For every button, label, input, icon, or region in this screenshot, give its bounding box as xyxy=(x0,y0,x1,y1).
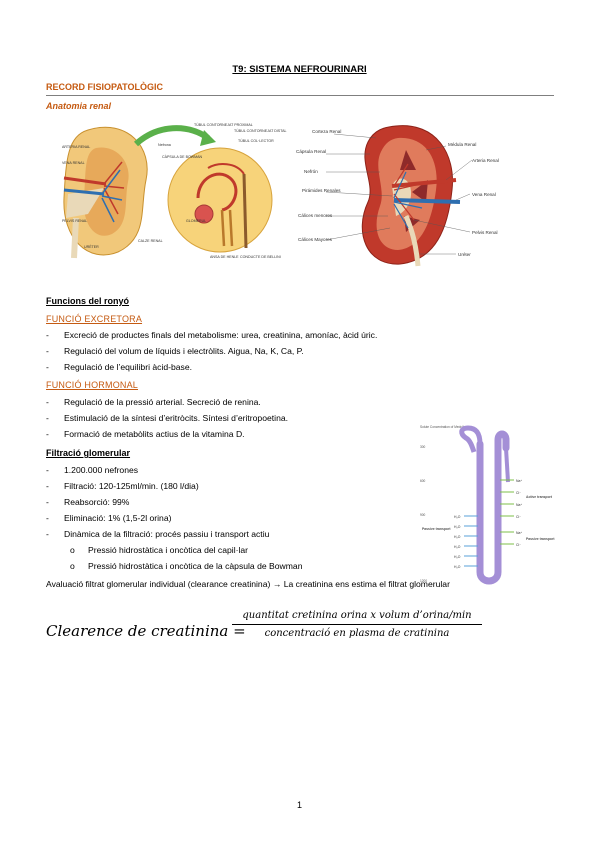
list-item: -Filtració: 120-125ml/min. (180 l/dia) xyxy=(46,481,199,491)
document-title: T9: SISTEMA NEFROURINARI xyxy=(232,64,367,75)
svg-text:Cl⁻: Cl⁻ xyxy=(516,491,521,495)
formula-numerator: quantitat cretinina orina x volum d’orin… xyxy=(242,610,472,621)
list-item: -Estimulació de la síntesi d’eritròcits.… xyxy=(46,413,289,423)
svg-text:H₂O: H₂O xyxy=(454,555,461,559)
label-calices-mayores: Cálices Mayores xyxy=(298,237,333,242)
tick-900: 900 xyxy=(420,513,426,517)
label-ureter: URÈTER xyxy=(84,244,99,249)
label-capsula-renal: Cápsula Renal xyxy=(296,149,326,154)
tick-1200: 1200 xyxy=(420,579,427,583)
label-active-transport: Active transport xyxy=(526,495,553,499)
label-arteria-renal-2: Arteria Renal xyxy=(472,158,499,163)
formula-denominator: concentració en plasma de cratinina xyxy=(264,628,450,639)
hormonal-heading: FUNCIÓ HORMONAL xyxy=(46,380,139,390)
label-vena-renal-2: Vena Renal xyxy=(472,192,496,197)
svg-text:H₂O: H₂O xyxy=(454,545,461,549)
label-tubul-collector: TÚBUL COL·LECTOR xyxy=(238,138,274,143)
subsection-heading: Anatomia renal xyxy=(46,101,112,111)
svg-text:Na⁺: Na⁺ xyxy=(516,503,522,507)
label-corteza-renal: Corteza Renal xyxy=(312,129,341,134)
list-item: -1.200.000 nefrones xyxy=(46,465,139,475)
label-nefrona: Nefrona xyxy=(158,143,171,147)
label-capsula-bowman: CÀPSULA DE BOWMAN xyxy=(162,155,203,159)
list-item: -Dinàmica de la filtració: procés passiu… xyxy=(46,529,270,539)
svg-text:Cl⁻: Cl⁻ xyxy=(516,543,521,547)
list-item: -Excreció de productes finals del metabo… xyxy=(46,330,378,340)
kidney-nephron-illustration: ARTERIA RENAL VENA RENAL PELVIS RENAL UR… xyxy=(62,122,287,259)
list-item: -Regulació del volum de líquids i electr… xyxy=(46,346,304,356)
tick-300: 300 xyxy=(420,445,426,449)
label-passive-transport-right: Passive transport xyxy=(526,537,555,541)
svg-text:H₂O: H₂O xyxy=(454,565,461,569)
loop-of-henle-diagram: Solute Concentration of Medulla 300 600 … xyxy=(420,425,555,585)
list-item: -Formació de metabòlits actius de la vit… xyxy=(46,429,245,439)
svg-text:H₂O: H₂O xyxy=(454,515,461,519)
label-tubul-proximal: TÚBUL CONTORNEJAT PROXIMAL xyxy=(194,122,253,127)
svg-text:H₂O: H₂O xyxy=(454,535,461,539)
label-pelvis-renal: PELVIS RENAL xyxy=(62,219,87,223)
formula-fraction: quantitat cretinina orina x volum d’orin… xyxy=(232,610,482,639)
label-nefron: Nefrón xyxy=(304,169,318,174)
label-calices-menores: Cálices menores xyxy=(298,213,333,218)
section-divider xyxy=(46,95,554,96)
list-item: -Eliminació: 1% (1,5-2l orina) xyxy=(46,513,172,523)
label-tubul-distal: TÚBUL CONTORNEJAT DISTAL xyxy=(234,128,287,133)
label-medula-renal: Médula Renal xyxy=(448,142,476,147)
label-conducte-bellini: CONDUCTE DE BELLINI xyxy=(240,255,281,259)
list-item: -Regulació de la pressió arterial. Secre… xyxy=(46,397,261,407)
page-number: 1 xyxy=(296,800,302,810)
avaluacio-text: Avaluació filtrat glomerular individual … xyxy=(46,579,450,589)
funcions-heading: Funcions del ronyó xyxy=(46,296,130,306)
filtracio-heading: Filtració glomerular xyxy=(46,448,131,458)
label-pelvis-renal-2: Pelvis Renal xyxy=(472,230,498,235)
label-ansa-henle: ANSA DE HENLE xyxy=(210,255,239,259)
label-arteria-renal: ARTERIA RENAL xyxy=(62,145,90,149)
list-item: -Regulació de l’equilibri àcid-base. xyxy=(46,362,193,372)
list-item: -Reabsorció: 99% xyxy=(46,497,130,507)
label-vena-renal: VENA RENAL xyxy=(62,161,85,165)
tick-600: 600 xyxy=(420,479,426,483)
excretora-heading: FUNCIÓ EXCRETORA xyxy=(46,314,143,324)
fraction-bar xyxy=(232,624,482,625)
label-ureter-2: Uréter xyxy=(458,252,471,257)
formula-lhs: Clearence de creatinina = xyxy=(46,622,246,640)
svg-text:Na⁺: Na⁺ xyxy=(516,479,522,483)
svg-text:Cl⁻: Cl⁻ xyxy=(516,515,521,519)
svg-text:H₂O: H₂O xyxy=(454,525,461,529)
kidney-cross-section: Corteza Renal Cápsula Renal Nefrón Pirám… xyxy=(296,125,499,267)
svg-text:Na⁺: Na⁺ xyxy=(516,531,522,535)
label-glomerul: GLOMERUL xyxy=(186,219,206,223)
label-solute-header: Solute Concentration of Medulla xyxy=(420,425,466,429)
label-calze-renal: CALZE RENAL xyxy=(138,239,163,243)
label-piramides-renales: Pirámides Renales xyxy=(302,188,341,193)
label-passive-transport: Passive transport xyxy=(422,527,451,531)
section-heading: RECORD FISIOPATOLÒGIC xyxy=(46,82,164,92)
